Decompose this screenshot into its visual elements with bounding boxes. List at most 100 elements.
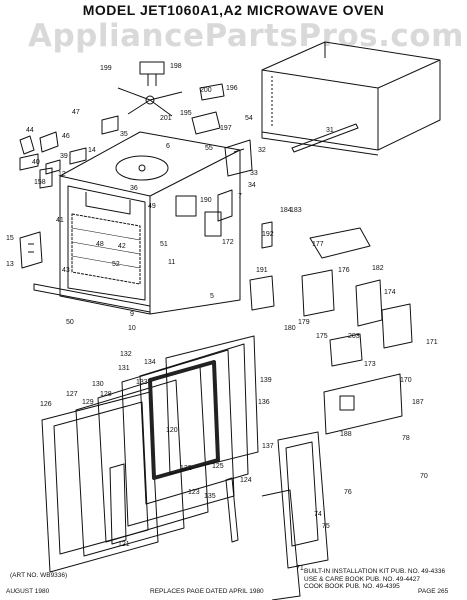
callout-172: 172 — [222, 239, 234, 246]
blower-duct — [191, 83, 225, 135]
callout-183: 183 — [290, 207, 302, 214]
callout-136: 136 — [258, 399, 270, 406]
callout-39: 39 — [60, 153, 68, 160]
callout-177: 177 — [312, 241, 324, 248]
callout-55: 55 — [205, 145, 213, 152]
callout-40: 40 — [32, 159, 40, 166]
callout-49: 49 — [148, 203, 156, 210]
pub-line-2: USE & CARE BOOK PUB. NO. 49-4427 — [304, 575, 420, 583]
callout-32: 32 — [258, 147, 266, 154]
case-strip — [291, 123, 359, 153]
outer-case-wrapper — [261, 41, 441, 156]
callout-9: 9 — [130, 311, 134, 318]
footer-date: AUGUST 1980 — [6, 588, 50, 595]
callout-51: 51 — [160, 241, 168, 248]
callout-70: 70 — [420, 473, 428, 480]
callout-173: 173 — [364, 361, 376, 368]
callout-131: 131 — [118, 365, 130, 372]
callout-135: 135 — [204, 493, 216, 500]
callout-198: 198 — [170, 63, 182, 70]
callout-125: 125 — [212, 463, 224, 470]
callout-52: 52 — [112, 261, 120, 268]
callout-46: 46 — [62, 133, 70, 140]
callout-31: 31 — [326, 127, 334, 134]
left-bracket — [19, 231, 43, 269]
pub-line-1: BUILT-IN INSTALLATION KIT PUB. NO. 49-43… — [304, 568, 446, 575]
callout-132: 132 — [120, 351, 132, 358]
callout-128: 128 — [100, 391, 112, 398]
callout-14: 14 — [88, 147, 96, 154]
callout-170: 170 — [400, 377, 412, 384]
callout-74: 74 — [314, 511, 322, 518]
callout-127: 127 — [66, 391, 78, 398]
callout-124: 124 — [240, 477, 252, 484]
callout-184: 184 — [280, 207, 292, 214]
callout-6: 6 — [166, 143, 170, 150]
callout-180: 180 — [284, 325, 296, 332]
callout-labels: 199 198 200 201 196 197 195 54 31 32 55 … — [6, 63, 438, 572]
callout-129: 129 — [82, 399, 94, 406]
callout-15: 15 — [6, 235, 14, 242]
callout-50: 50 — [66, 319, 74, 326]
callout-12: 12 — [58, 171, 66, 178]
base-plate — [33, 283, 151, 313]
publication-references: BUILT-IN INSTALLATION KIT PUB. NO. 49-43… — [304, 568, 445, 591]
callout-130: 130 — [92, 381, 104, 388]
footer-replaces: REPLACES PAGE DATED APRIL 1980 — [150, 588, 264, 595]
callout-43: 43 — [62, 267, 70, 274]
callout-137: 137 — [262, 443, 274, 450]
callout-78: 78 — [402, 435, 410, 442]
callout-133: 133 — [136, 379, 148, 386]
callout-201: 201 — [160, 115, 172, 122]
oven-chassis — [59, 131, 241, 315]
callout-190: 190 — [200, 197, 212, 204]
callout-76: 76 — [344, 489, 352, 496]
callout-34: 34 — [248, 182, 256, 189]
diagram-title: MODEL JET1060A1,A2 MICROWAVE OVEN — [82, 2, 385, 18]
callout-197: 197 — [220, 125, 232, 132]
art-number: (ART NO. WB9336) — [10, 572, 68, 579]
callout-48: 48 — [96, 241, 104, 248]
callout-188: 188 — [340, 431, 352, 438]
callout-121: 121 — [118, 541, 130, 548]
callout-200: 200 — [200, 87, 212, 94]
duct-bracket — [224, 139, 253, 177]
pub-line-3: COOK BOOK PUB. NO. 49-4395 — [304, 583, 400, 590]
callout-203: 203 — [348, 333, 360, 340]
callout-5: 5 — [210, 293, 214, 300]
callout-171: 171 — [426, 339, 438, 346]
hinge-parts — [19, 115, 119, 189]
callout-122: 122 — [180, 465, 192, 472]
callout-54: 54 — [245, 115, 253, 122]
callout-35: 35 — [120, 131, 128, 138]
callout-47: 47 — [72, 109, 80, 116]
callout-126: 126 — [40, 401, 52, 408]
callout-192: 192 — [262, 231, 274, 238]
callout-44: 44 — [26, 127, 34, 134]
callout-11: 11 — [168, 259, 175, 266]
callout-134: 134 — [144, 359, 156, 366]
footer-page: PAGE 265 — [418, 588, 449, 595]
callout-123: 123 — [188, 489, 200, 496]
right-components — [249, 221, 413, 435]
callout-120: 120 — [166, 427, 178, 434]
callout-7: 7 — [238, 193, 242, 200]
callout-191: 191 — [256, 267, 268, 274]
callout-182: 182 — [372, 265, 384, 272]
latch-rod — [225, 477, 239, 543]
callout-179: 179 — [298, 319, 310, 326]
callout-176: 176 — [338, 267, 350, 274]
callout-158: 158 — [34, 179, 46, 186]
callout-195: 195 — [180, 110, 192, 117]
callout-71: 71 — [296, 565, 304, 572]
callout-75: 75 — [322, 523, 330, 530]
callout-10: 10 — [128, 325, 136, 332]
callout-199: 199 — [100, 65, 112, 72]
callout-13: 13 — [6, 261, 14, 268]
door-assembly — [41, 335, 259, 573]
callout-175: 175 — [316, 333, 328, 340]
callout-33: 33 — [250, 170, 258, 177]
callout-196: 196 — [226, 85, 238, 92]
control-panel — [261, 431, 329, 600]
